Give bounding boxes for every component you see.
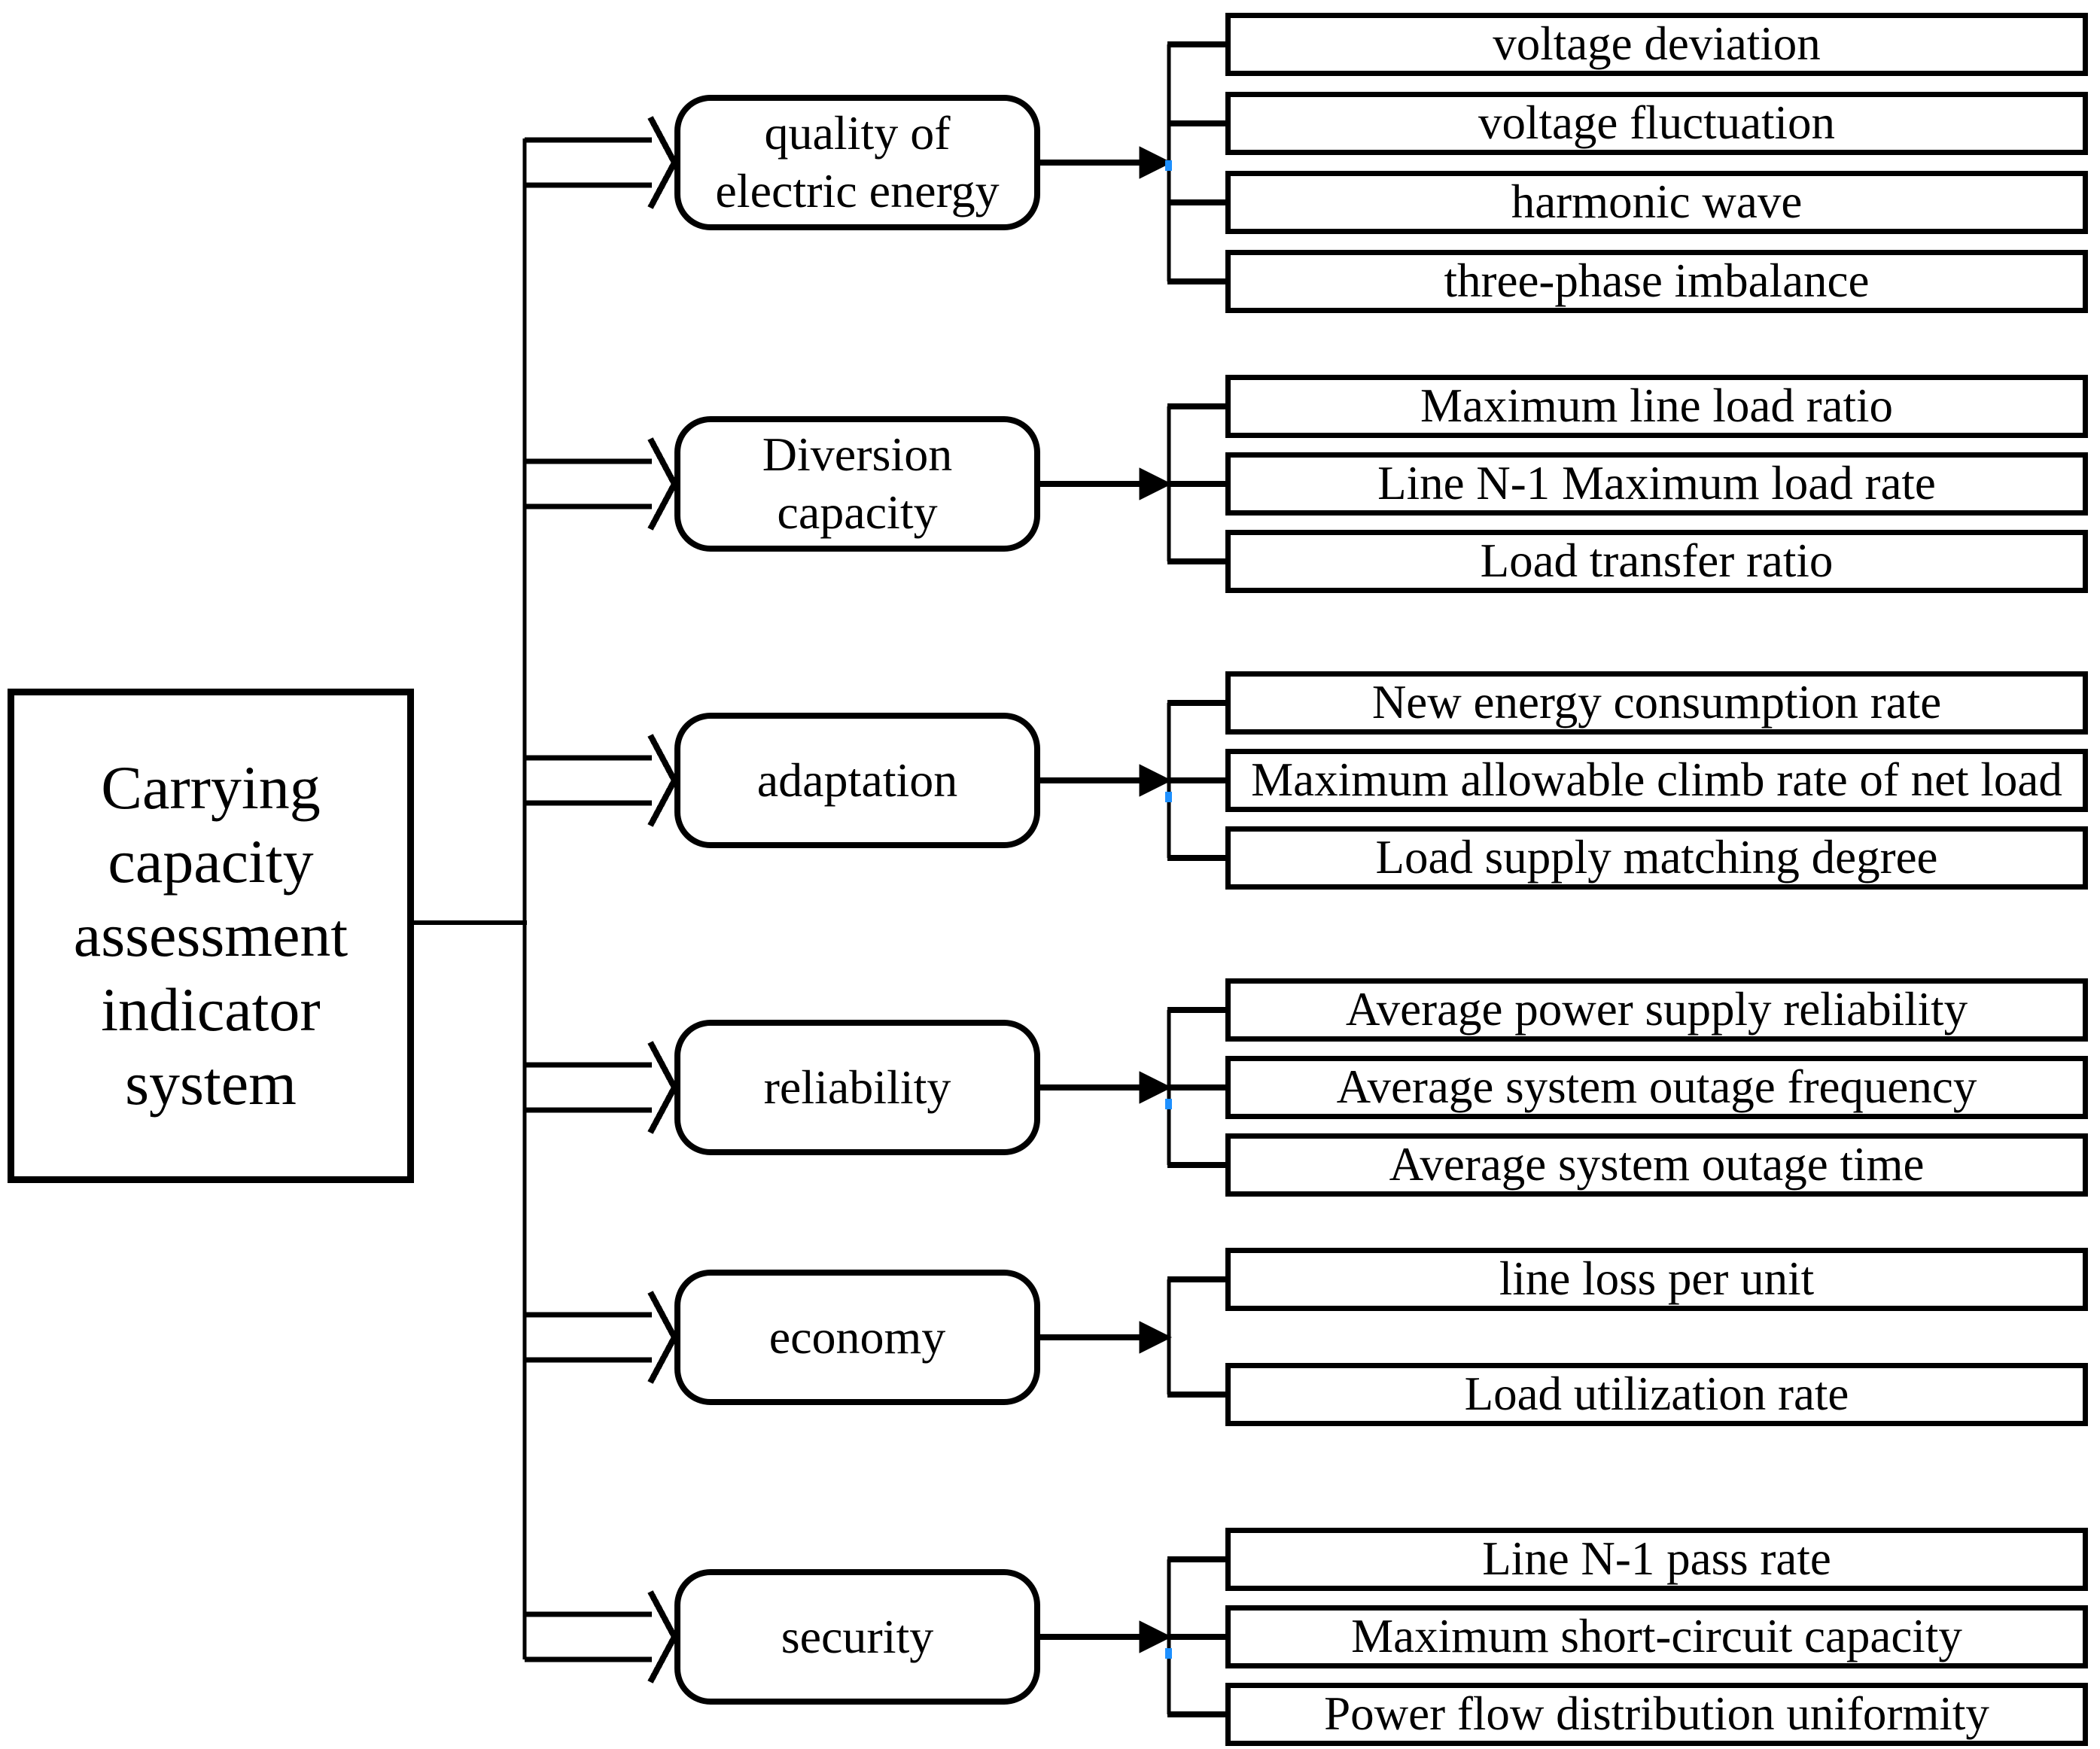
root-connector: [414, 138, 527, 1659]
filled-arrowhead-icon: [1139, 764, 1173, 797]
open-arrowhead-icon: [647, 437, 678, 531]
blue-junction-mark: [1165, 1648, 1172, 1659]
leaf-node: Maximum short-circuit capacity: [1225, 1605, 2088, 1668]
leaf-node: Load transfer ratio: [1225, 530, 2088, 593]
open-arrowhead-icon: [647, 1291, 678, 1384]
leaf-node: Average system outage time: [1225, 1133, 2088, 1197]
leaf-node: three-phase imbalance: [1225, 250, 2088, 313]
leaf-node: Power flow distribution uniformity: [1225, 1683, 2088, 1746]
category-node-security: security: [674, 1569, 1040, 1705]
category-node-diversion: Diversion capacity: [674, 416, 1040, 552]
leaf-node: harmonic wave: [1225, 171, 2088, 234]
leaf-node: voltage fluctuation: [1225, 92, 2088, 155]
category-node-adaptation: adaptation: [674, 713, 1040, 848]
connector-group-adaptation: [525, 700, 1228, 861]
leaf-node: voltage deviation: [1225, 13, 2088, 76]
category-node-quality: quality of electric energy: [674, 95, 1040, 230]
leaf-node: Load supply matching degree: [1225, 826, 2088, 890]
filled-arrowhead-icon: [1139, 1321, 1173, 1354]
leaf-node: Average power supply reliability: [1225, 978, 2088, 1042]
category-node-economy: economy: [674, 1270, 1040, 1405]
category-node-reliability: reliability: [674, 1020, 1040, 1155]
blue-junction-mark: [1165, 1099, 1172, 1109]
filled-arrowhead-icon: [1139, 467, 1173, 500]
open-arrowhead-icon: [647, 1041, 678, 1134]
leaf-node: Line N-1 pass rate: [1225, 1528, 2088, 1591]
blue-junction-mark: [1165, 792, 1172, 802]
filled-arrowhead-icon: [1139, 146, 1173, 179]
connector-group-diversion: [525, 403, 1228, 564]
filled-arrowhead-icon: [1139, 1620, 1173, 1653]
root-node: Carrying capacity assessment indicator s…: [8, 689, 414, 1183]
blue-junction-mark: [1165, 160, 1172, 171]
leaf-node: Maximum line load ratio: [1225, 375, 2088, 438]
filled-arrowhead-icon: [1139, 1071, 1173, 1104]
leaf-node: line loss per unit: [1225, 1248, 2088, 1311]
leaf-node: Line N-1 Maximum load rate: [1225, 452, 2088, 516]
leaf-node: Average system outage frequency: [1225, 1056, 2088, 1119]
open-arrowhead-icon: [647, 734, 678, 827]
connector-group-reliability: [525, 1007, 1228, 1168]
leaf-node: Load utilization rate: [1225, 1363, 2088, 1426]
leaf-node: Maximum allowable climb rate of net load: [1225, 749, 2088, 812]
leaf-node: New energy consumption rate: [1225, 671, 2088, 735]
open-arrowhead-icon: [647, 116, 678, 209]
open-arrowhead-icon: [647, 1590, 678, 1684]
